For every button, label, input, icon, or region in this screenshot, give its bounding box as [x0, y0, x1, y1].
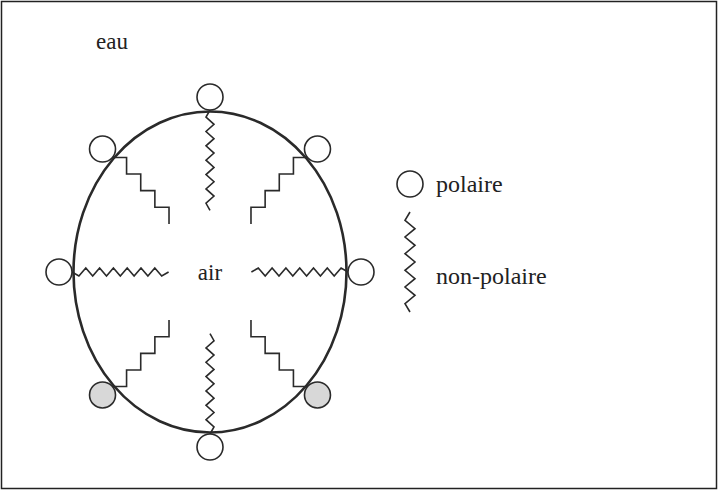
- non-polar-tail: [206, 334, 214, 434]
- polar-head: [197, 84, 223, 110]
- non-polar-tail: [206, 110, 214, 210]
- non-polar-tail: [72, 268, 169, 276]
- non-polar-tail: [251, 157, 308, 223]
- air-bubble: air: [72, 110, 348, 434]
- polar-head: [90, 136, 116, 162]
- legend-polar-sample: [397, 171, 423, 197]
- legend-label: non-polaire: [436, 264, 547, 288]
- non-polar-tail: [251, 268, 348, 276]
- non-polar-tail: [251, 320, 308, 386]
- polar-head: [304, 382, 330, 408]
- non-polar-tail: [112, 157, 169, 223]
- bubble-outline: [74, 112, 347, 433]
- legend-label: polaire: [436, 172, 503, 196]
- bubble-content: air: [72, 110, 348, 434]
- legend-nonpolar-sample: [405, 212, 415, 312]
- polar-head: [46, 259, 72, 285]
- medium-label: eau: [96, 30, 128, 53]
- polar-head: [348, 259, 374, 285]
- non-polar-tail: [112, 320, 169, 386]
- bubble-label: air: [196, 261, 224, 284]
- polar-head: [197, 434, 223, 460]
- polar-head: [90, 382, 116, 408]
- polar-head: [304, 136, 330, 162]
